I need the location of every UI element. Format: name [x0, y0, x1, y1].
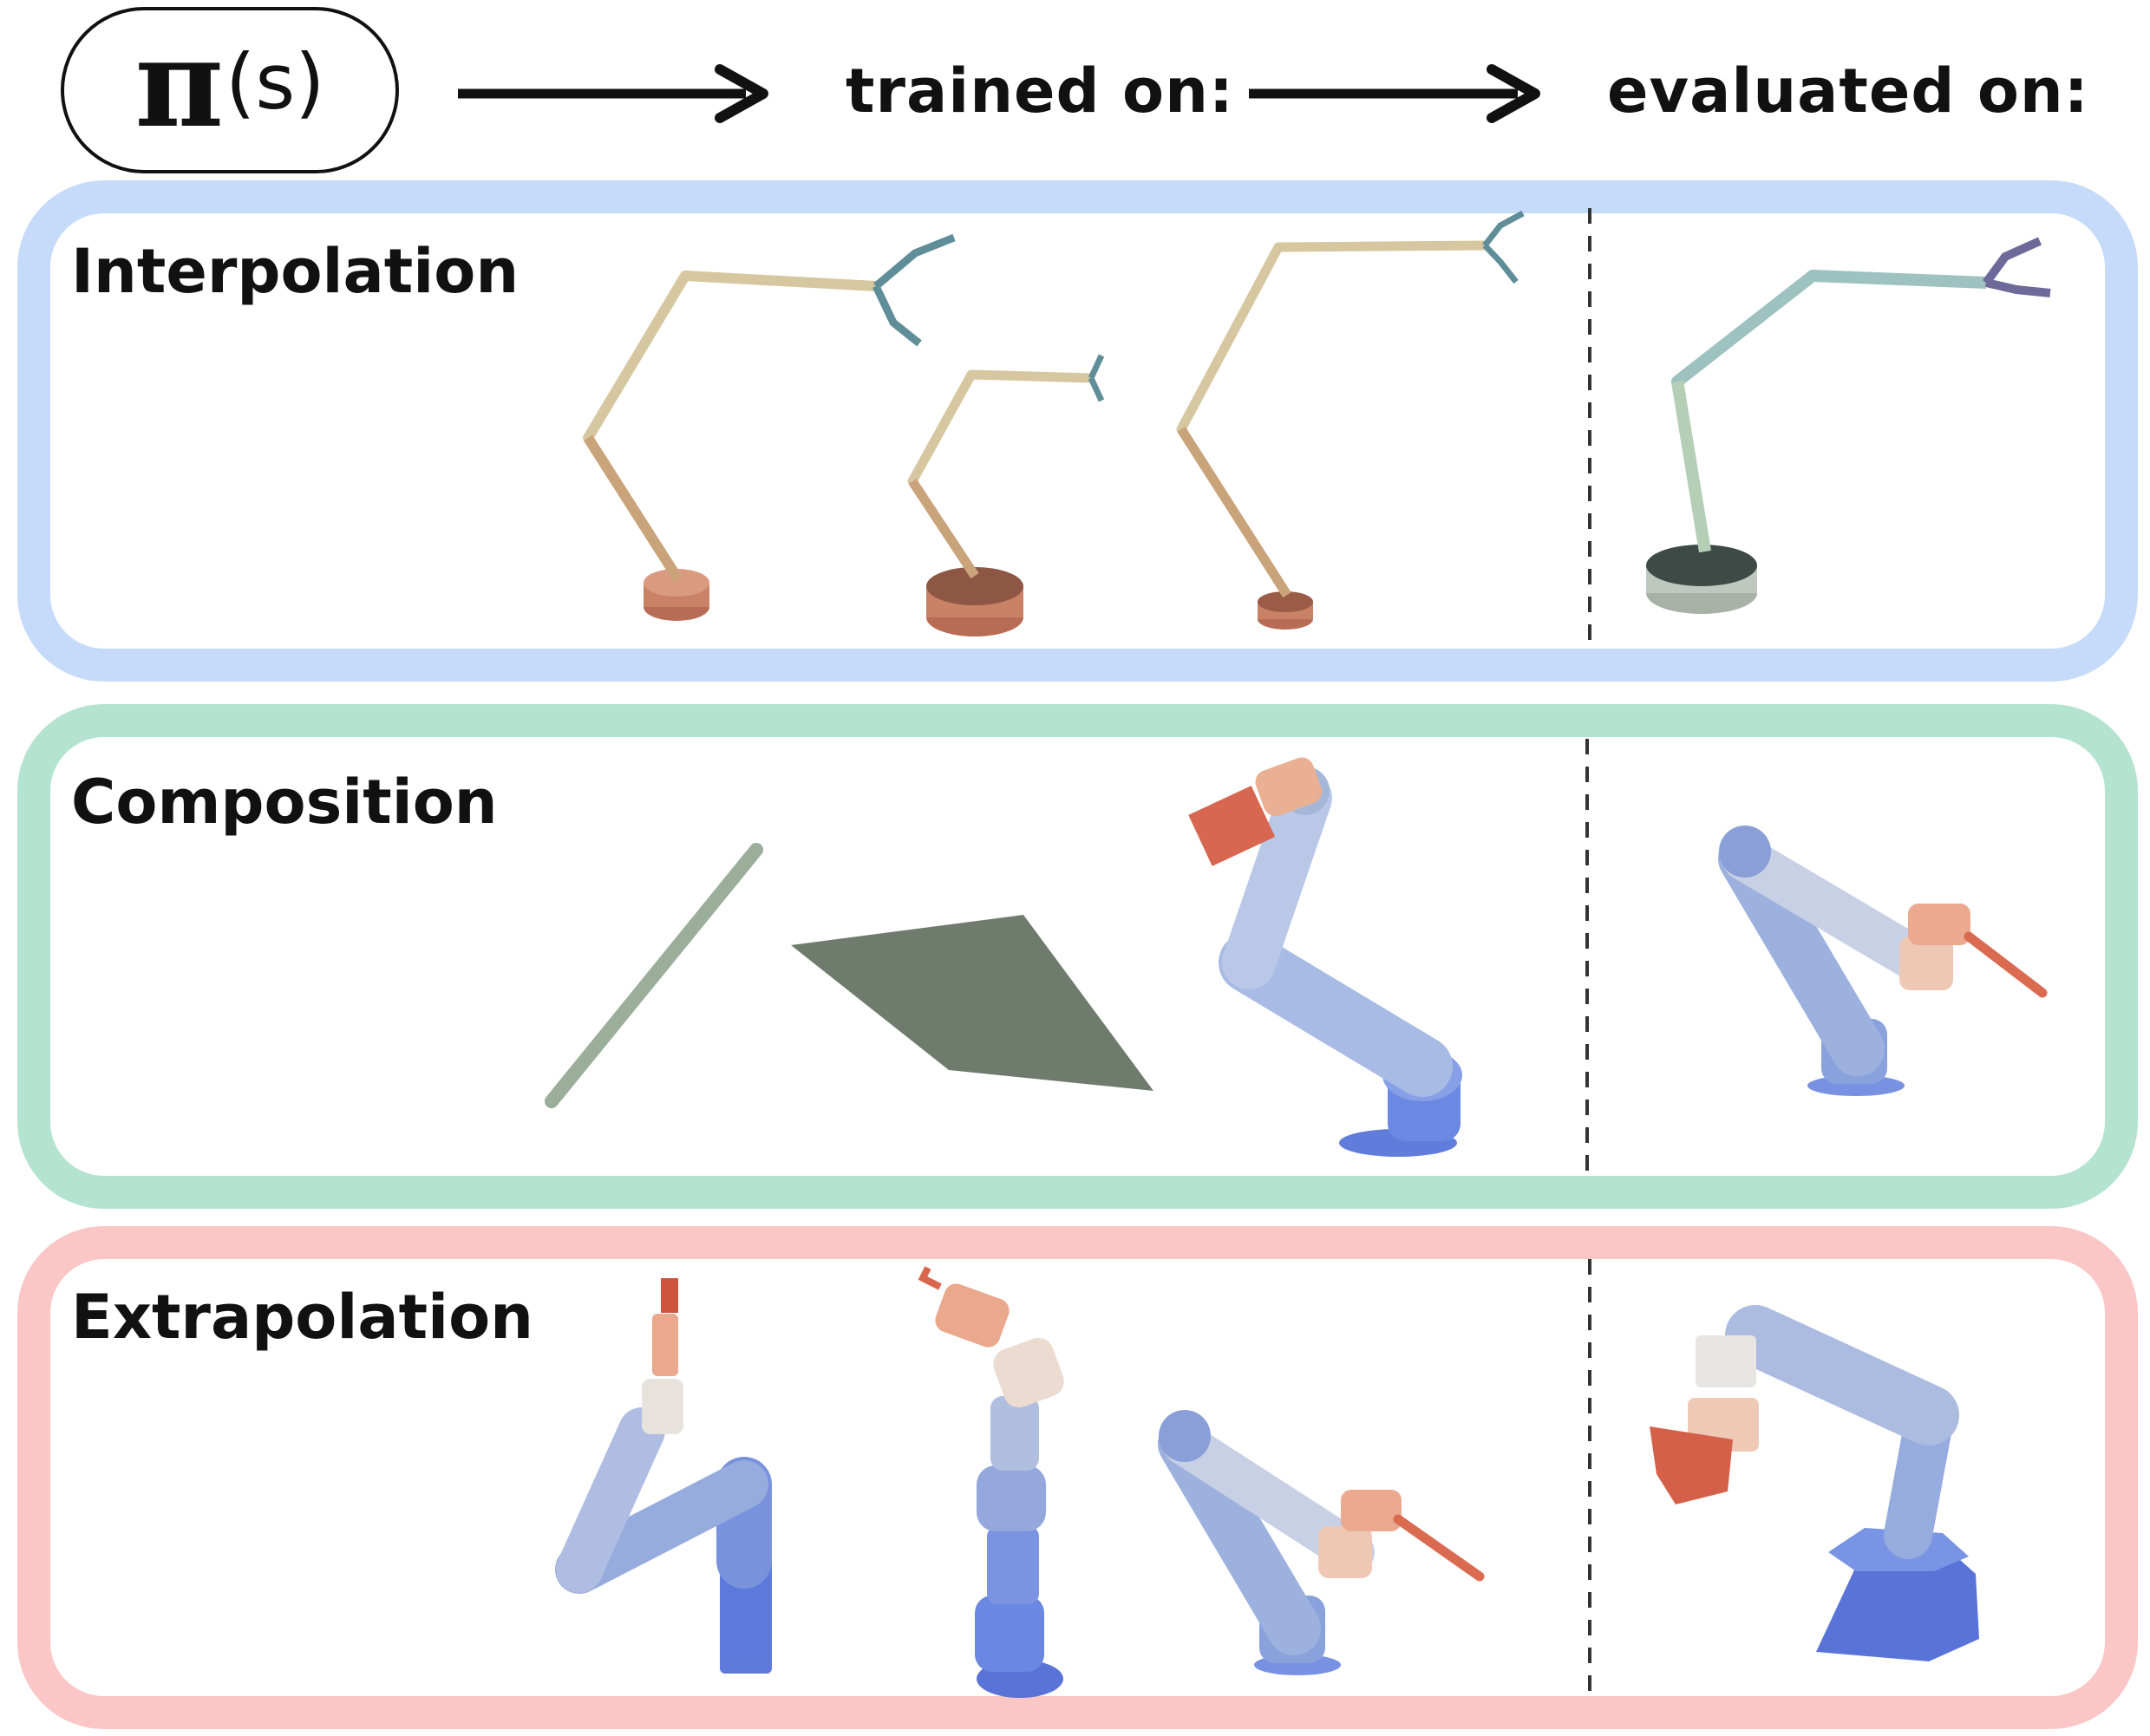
extrapolation-panel	[17, 1226, 2138, 1729]
training-robot-arm-3	[1158, 1410, 1485, 1675]
policy-symbol: π	[134, 13, 224, 155]
training-plate	[791, 915, 1153, 1091]
interpolation-title: Interpolation	[71, 236, 520, 307]
interpolation-panel	[17, 180, 2138, 682]
evaluated-on-label: evaluated on:	[1607, 55, 2089, 127]
arrow-to-trained	[458, 64, 768, 123]
evaluation-arm	[1646, 237, 2051, 614]
header-arrows	[458, 64, 1540, 123]
evaluation-robot-arm	[1718, 826, 2048, 1096]
trained-on-label: trained on:	[846, 55, 1234, 127]
composition-title: Composition	[71, 767, 498, 838]
training-arm-3	[1176, 210, 1525, 630]
policy-argument: (s)	[225, 37, 325, 127]
training-rod	[545, 843, 763, 1108]
training-robot-arm	[1188, 757, 1462, 1157]
extrapolation-title: Extrapolation	[71, 1282, 533, 1353]
training-arm-1	[583, 233, 956, 621]
arrow-to-evaluated	[1249, 64, 1540, 123]
policy-box: π (s)	[61, 7, 399, 173]
training-arm-2	[907, 354, 1105, 636]
evaluation-robot-arm	[1650, 1305, 1979, 1661]
training-robot-arm-1	[555, 1278, 772, 1674]
training-robot-arm-2	[918, 1266, 1064, 1698]
